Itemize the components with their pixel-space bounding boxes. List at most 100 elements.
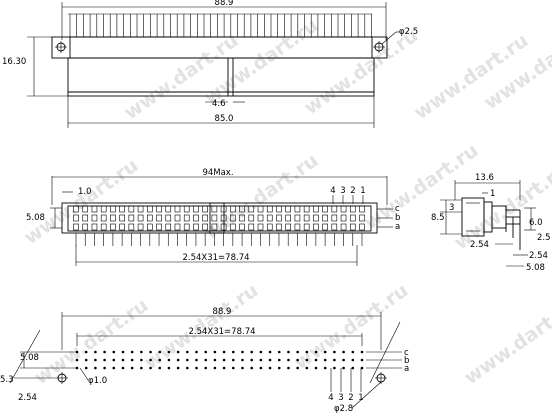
contact-cell — [119, 214, 125, 222]
pcb-hole — [75, 350, 79, 354]
contact-cell — [174, 223, 181, 231]
contact-cell — [239, 205, 245, 213]
dim-label-side-5: 6.0 — [529, 218, 543, 228]
pcb-hole — [149, 366, 152, 370]
contact-cell — [340, 214, 347, 222]
dim-label-side-8: 2.54 — [529, 251, 548, 261]
contact-cell — [285, 214, 291, 222]
contact-cell — [100, 223, 107, 231]
pcb-hole — [241, 358, 244, 362]
contact-cell — [193, 223, 199, 231]
contact-cell — [220, 214, 227, 222]
dim-label-side-1: 13.6 — [475, 173, 494, 183]
pcb-hole — [333, 350, 336, 354]
contact-cell — [91, 223, 98, 231]
pcb-hole — [186, 358, 189, 362]
pcb-hole — [103, 350, 106, 354]
pcb-hole — [140, 350, 143, 354]
contact-cell — [239, 214, 245, 222]
dim-label-height: 16.30 — [2, 57, 26, 67]
contact-cell — [156, 223, 162, 231]
contact-cell — [359, 214, 365, 222]
contact-cell — [82, 205, 89, 213]
contact-cell — [303, 214, 310, 222]
pcb-hole — [130, 358, 134, 362]
pcb-hole — [360, 350, 364, 354]
pcb-hole — [296, 358, 299, 362]
contact-cell — [257, 205, 264, 213]
contact-cell — [276, 223, 282, 231]
pcb-hole — [296, 366, 299, 370]
contact-cell — [156, 214, 162, 222]
pcb-hole — [305, 358, 309, 362]
contact-cell — [137, 205, 144, 213]
pcb-hole — [75, 358, 79, 362]
contact-cell — [156, 205, 162, 213]
pcb-hole — [195, 350, 198, 354]
pin-number: 4 — [328, 393, 333, 403]
pcb-hole — [103, 358, 106, 362]
pcb-hole — [268, 358, 272, 362]
contact-cell — [165, 214, 172, 222]
contact-cell — [174, 214, 181, 222]
contact-cell — [183, 205, 190, 213]
dim-label-pcb-pin-pitch: 2.54 — [18, 393, 37, 403]
contact-cell — [230, 214, 236, 222]
pin-number: 2 — [348, 393, 353, 403]
connector-face-inner — [67, 205, 372, 232]
contact-cell — [100, 214, 107, 222]
row-label: b — [395, 213, 400, 223]
contact-cell — [193, 205, 199, 213]
contact-cell — [248, 214, 255, 222]
pcb-hole — [140, 366, 143, 370]
pcb-hole — [259, 358, 263, 362]
pcb-hole — [195, 366, 198, 370]
pcb-hole — [103, 366, 106, 370]
contact-cell — [91, 205, 98, 213]
pcb-hole — [333, 358, 336, 362]
contact-cell — [331, 205, 338, 213]
pcb-hole — [121, 358, 125, 362]
pin-number: 2 — [350, 186, 355, 196]
contact-cell — [266, 205, 273, 213]
pcb-hole-grid — [75, 350, 364, 370]
contact-cell — [147, 205, 153, 213]
pcb-hole — [314, 358, 318, 362]
solder-pins — [75, 233, 363, 246]
contact-cell — [202, 223, 208, 231]
pcb-hole — [149, 358, 152, 362]
dim-label-pcb-small-hole: φ1.0 — [88, 376, 107, 386]
dim-label-pitch: 5.08 — [26, 213, 45, 223]
connector-lower-body — [67, 57, 375, 97]
pcb-hole — [250, 358, 253, 362]
dim-label-pcb-pitch: 5.08 — [20, 353, 39, 363]
pcb-hole — [259, 350, 263, 354]
pcb-hole — [287, 366, 290, 370]
contact-cell — [202, 205, 208, 213]
leader-line — [79, 367, 89, 381]
contact-cell — [110, 214, 116, 222]
pcb-hole — [231, 358, 235, 362]
leader-line — [351, 381, 382, 409]
top-view: 88.9 16.30 φ2.5 4.6 85.0 — [2, 0, 418, 128]
contact-cell — [349, 214, 356, 222]
pcb-hole — [287, 358, 290, 362]
contact-cell — [340, 205, 347, 213]
contact-cell — [303, 205, 310, 213]
pcb-hole — [176, 358, 180, 362]
contact-cell — [119, 205, 125, 213]
pcb-hole — [158, 366, 162, 370]
dim-label-pcb-span: 2.54X31=78.74 — [188, 327, 255, 337]
contact-cell — [220, 223, 227, 231]
pcb-hole — [250, 350, 253, 354]
contact-cell — [73, 214, 79, 222]
contact-cell — [239, 223, 245, 231]
contact-cell — [202, 214, 208, 222]
dim-label-side-4: 8.5 — [431, 213, 445, 223]
pcb-hole — [259, 366, 263, 370]
contact-cell — [313, 223, 319, 231]
dim-label-base: 85.0 — [215, 114, 234, 124]
dim-label-pcb-large-hole: φ2.8 — [334, 404, 353, 413]
contact-cell — [128, 205, 135, 213]
